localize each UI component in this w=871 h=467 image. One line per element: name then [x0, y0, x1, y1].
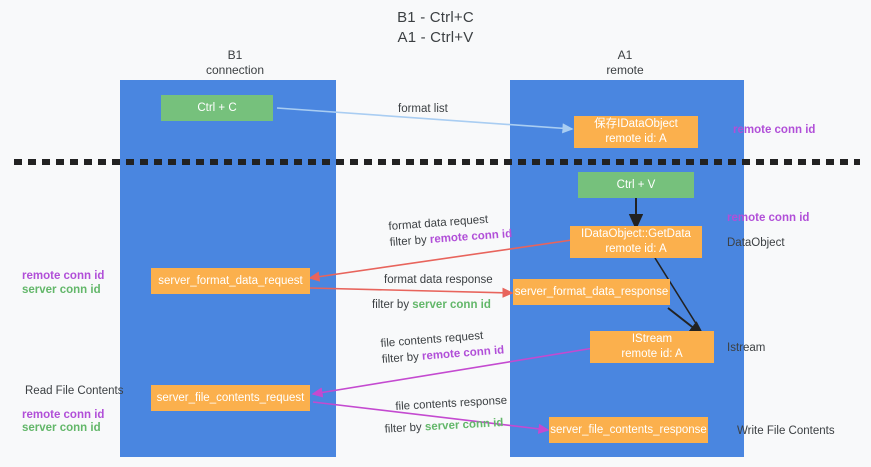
node-idataobject-getdata-line-1: IDataObject::GetData — [581, 228, 691, 240]
node-istream-line-1: IStream — [631, 333, 673, 345]
left-label-read-file-contents: Read File Contents — [25, 385, 124, 397]
node-ctrl-v-label: Ctrl + V — [616, 178, 656, 191]
node-server-file-contents-request-label: server_file_contents_request — [156, 391, 305, 404]
edge-label-format-data-response: format data response filter by server co… — [372, 272, 493, 313]
right-label-write-file-contents: Write File Contents — [737, 425, 835, 437]
node-istream[interactable]: IStream remote id: A — [590, 331, 714, 363]
node-server-format-data-request[interactable]: server_format_data_request — [151, 268, 310, 294]
edge-label-file-contents-response-text: file contents response — [395, 394, 508, 413]
edge-label-format-data-response-text: format data response — [384, 274, 493, 286]
edge-label-format-data-request-filter-key: remote conn id — [429, 227, 513, 246]
node-server-format-data-request-label: server_format_data_request — [158, 274, 303, 287]
node-save-idataobject-line-1: 保存IDataObject — [594, 118, 678, 130]
node-save-idataobject-line-2: remote id: A — [605, 133, 667, 145]
column-header-a1-role: remote — [606, 63, 644, 77]
edge-label-format-data-response-filter-key: server conn id — [412, 299, 491, 311]
left-label-server-conn-id-mid: server conn id — [22, 284, 101, 296]
column-header-a1-name: A1 — [617, 48, 633, 62]
node-ctrl-v[interactable]: Ctrl + V — [578, 172, 694, 198]
edge-label-file-contents-response-filter-key: server conn id — [424, 416, 504, 434]
node-server-format-data-response[interactable]: server_format_data_response — [513, 279, 670, 305]
node-server-format-data-response-label: server_format_data_response — [514, 285, 669, 298]
edge-label-file-contents-request-filter-key: remote conn id — [421, 344, 505, 363]
column-header-b1-role: connection — [205, 63, 265, 77]
node-server-file-contents-request[interactable]: server_file_contents_request — [151, 385, 310, 411]
right-label-remote-conn-id-top: remote conn id — [733, 124, 816, 136]
left-label-server-conn-id-bottom: server conn id — [22, 422, 101, 434]
node-server-file-contents-response-label: server_file_contents_response — [550, 423, 707, 436]
node-istream-line-2: remote id: A — [621, 348, 683, 360]
left-label-remote-conn-id-bottom: remote conn id — [22, 409, 105, 421]
node-server-file-contents-response[interactable]: server_file_contents_response — [549, 417, 708, 443]
node-idataobject-getdata-line-2: remote id: A — [605, 243, 667, 255]
edge-label-file-contents-response-filter-prefix: filter by — [384, 421, 426, 436]
node-ctrl-c-label: Ctrl + C — [197, 101, 237, 114]
diagram-title-line-1: B1 - Ctrl+C — [397, 9, 474, 26]
diagram-title: B1 - Ctrl+C A1 - Ctrl+V — [0, 8, 871, 48]
column-header-a1: A1 remote — [510, 48, 740, 78]
edge-label-file-contents-response: file contents response filter by server … — [384, 393, 509, 437]
edge-label-file-contents-request: file contents request filter by remote c… — [380, 326, 505, 368]
column-header-b1: B1 connection — [120, 48, 350, 78]
node-idataobject-getdata[interactable]: IDataObject::GetData remote id: A — [570, 226, 702, 258]
right-label-istream: Istream — [727, 342, 766, 354]
edge-label-format-data-request-filter-prefix: filter by — [389, 234, 431, 249]
edge-label-file-contents-response-filter: filter by server conn id — [384, 415, 509, 438]
edge-label-format-list: format list — [398, 101, 448, 117]
column-header-b1-name: B1 — [227, 48, 243, 62]
node-ctrl-c[interactable]: Ctrl + C — [161, 95, 273, 121]
diagram-title-line-2: A1 - Ctrl+V — [397, 29, 474, 46]
edge-label-format-data-response-filter-prefix: filter by — [372, 299, 413, 311]
node-save-idataobject[interactable]: 保存IDataObject remote id: A — [574, 116, 698, 148]
edge-label-format-data-request: format data request filter by remote con… — [388, 210, 513, 251]
edge-label-file-contents-request-filter-prefix: filter by — [381, 350, 423, 366]
right-label-remote-conn-id-mid: remote conn id — [727, 212, 810, 224]
left-label-remote-conn-id-mid: remote conn id — [22, 270, 105, 282]
edge-label-format-data-response-filter: filter by server conn id — [372, 297, 493, 313]
right-label-dataobject: DataObject — [727, 237, 785, 249]
edge-label-format-list-text: format list — [398, 103, 448, 115]
